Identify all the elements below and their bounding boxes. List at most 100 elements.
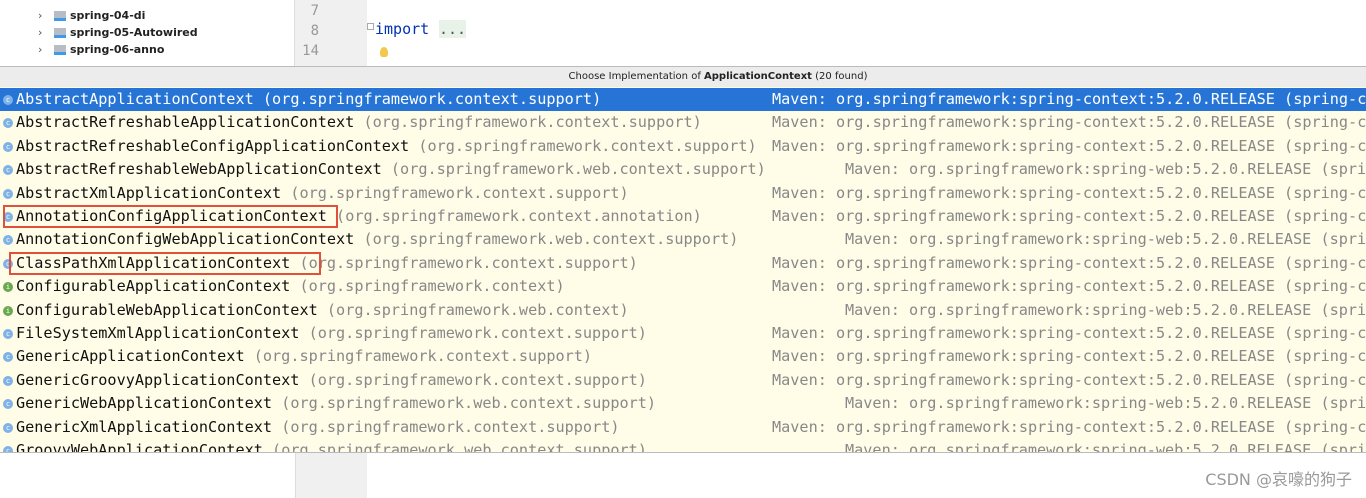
item-name: AbstractXmlApplicationContext (org.sprin… (16, 183, 629, 202)
item-library: Maven: org.springframework:spring-contex… (772, 90, 1366, 108)
implementation-item[interactable]: c AbstractApplicationContext (org.spring… (0, 88, 1366, 112)
class-icon: c (3, 141, 13, 152)
import-keyword: import (375, 20, 430, 38)
class-icon: c (3, 188, 13, 199)
tree-item-label: spring-05-Autowired (70, 26, 198, 39)
item-name: AbstractRefreshableConfigApplicationCont… (16, 136, 757, 155)
item-name: AbstractRefreshableApplicationContext (o… (16, 113, 702, 132)
line-gutter: 7 8 14 (295, 0, 367, 66)
item-package: (org.springframework.context.support) (363, 113, 702, 132)
item-package: (org.springframework.context.support) (308, 324, 647, 342)
item-name: AbstractRefreshableWebApplicationContext… (16, 160, 766, 179)
item-package: (org.springframework.context.support) (281, 417, 620, 436)
item-name: AbstractApplicationContext (org.springfr… (16, 90, 602, 108)
implementation-item[interactable]: c AnnotationConfigApplicationContext (or… (0, 205, 1366, 228)
line-number: 7 (310, 3, 319, 19)
item-library: Maven: org.springframework:spring-web:5.… (845, 441, 1366, 453)
item-library: Maven: org.springframework:spring-contex… (772, 370, 1366, 389)
lightbulb-icon[interactable] (380, 47, 388, 57)
module-folder-icon (54, 10, 66, 21)
item-package: (org.springframework.context.annotation) (336, 207, 702, 225)
tree-item-label: spring-06-anno (70, 43, 165, 56)
class-icon: c (3, 422, 13, 433)
implementation-item[interactable]: c AbstractRefreshableConfigApplicationCo… (0, 135, 1366, 158)
item-library: Maven: org.springframework:spring-contex… (772, 253, 1366, 272)
implementation-item[interactable]: c GroovyWebApplicationContext (org.sprin… (0, 439, 1366, 453)
implementation-item[interactable]: i ConfigurableWebApplicationContext (org… (0, 299, 1366, 322)
fold-icon[interactable] (367, 23, 374, 30)
class-icon: c (3, 352, 13, 363)
code-editor[interactable]: import ... (367, 0, 1366, 66)
item-package: (org.springframework.context) (299, 277, 565, 296)
item-name: GenericApplicationContext (org.springfra… (16, 347, 593, 366)
item-library: Maven: org.springframework:spring-web:5.… (845, 300, 1366, 319)
class-icon: c (3, 329, 13, 339)
project-tree: › spring-04-di › spring-05-Autowired › spri… (0, 0, 295, 66)
implementation-item[interactable]: c FileSystemXmlApplicationContext (org.s… (0, 322, 1366, 345)
item-library: Maven: org.springframework:spring-web:5.… (845, 394, 1366, 413)
module-folder-icon (54, 27, 66, 38)
class-icon: c (3, 399, 13, 410)
implementation-item[interactable]: c GenericGroovyApplicationContext (org.s… (0, 369, 1366, 392)
item-library: Maven: org.springframework:spring-contex… (772, 136, 1366, 155)
class-icon: c (3, 95, 13, 105)
class-icon: c (3, 375, 13, 386)
tree-item[interactable]: › spring-04-di (38, 9, 145, 22)
chevron-right-icon: › (38, 26, 43, 39)
chevron-right-icon: › (38, 9, 43, 22)
item-package: (org.springframework.context.support) (418, 136, 757, 155)
implementation-item[interactable]: c AbstractRefreshableApplicationContext … (0, 111, 1366, 134)
implementation-item[interactable]: c GenericApplicationContext (org.springf… (0, 345, 1366, 368)
implementation-item[interactable]: c AbstractXmlApplicationContext (org.spr… (0, 182, 1366, 205)
item-name: GroovyWebApplicationContext (org.springf… (16, 439, 647, 453)
implementation-item[interactable]: c AbstractRefreshableWebApplicationConte… (0, 158, 1366, 181)
chevron-right-icon: › (38, 43, 43, 56)
item-name: ConfigurableApplicationContext (org.spri… (16, 277, 565, 296)
tree-item-label: spring-04-di (70, 9, 146, 22)
item-name: GenericWebApplicationContext (org.spring… (16, 394, 657, 413)
item-name: GenericXmlApplicationContext (org.spring… (16, 417, 620, 436)
item-package: (org.springframework.context.support) (262, 90, 602, 108)
line-number: 14 (302, 43, 319, 59)
tree-item[interactable]: › spring-06-anno (38, 43, 164, 56)
item-package: (org.springframework.web.context.support… (390, 160, 766, 179)
class-icon: c (3, 258, 13, 269)
implementation-item[interactable]: i ConfigurableApplicationContext (org.sp… (0, 275, 1366, 298)
implementation-item[interactable]: c GenericXmlApplicationContext (org.spri… (0, 416, 1366, 439)
line-number: 8 (310, 23, 319, 39)
interface-icon: i (3, 282, 13, 293)
item-name: AnnotationConfigApplicationContext (org.… (16, 207, 702, 225)
item-name: AnnotationConfigWebApplicationContext (o… (16, 230, 739, 249)
item-package: (org.springframework.context.support) (290, 183, 629, 202)
folded-imports[interactable]: ... (439, 20, 467, 38)
item-library: Maven: org.springframework:spring-contex… (772, 417, 1366, 436)
class-icon: c (3, 212, 13, 222)
item-library: Maven: org.springframework:spring-web:5.… (845, 160, 1366, 179)
popup-header: Choose Implementation of ApplicationCont… (0, 67, 1366, 87)
implementation-item[interactable]: c ClassPathXmlApplicationContext (org.sp… (0, 252, 1366, 275)
class-icon: c (3, 118, 13, 129)
item-name: GenericGroovyApplicationContext (org.spr… (16, 370, 647, 389)
class-icon: c (3, 235, 13, 246)
item-library: Maven: org.springframework:spring-web:5.… (845, 230, 1366, 249)
item-library: Maven: org.springframework:spring-contex… (772, 277, 1366, 296)
tree-item[interactable]: › spring-05-Autowired (38, 26, 198, 39)
choose-implementation-popup: Choose Implementation of ApplicationCont… (0, 66, 1366, 453)
item-package: (org.springframework.web.context.support… (272, 441, 647, 453)
item-package: (org.springframework.web.context.support… (281, 394, 657, 413)
item-library: Maven: org.springframework:spring-contex… (772, 113, 1366, 132)
implementation-item[interactable]: c AnnotationConfigWebApplicationContext … (0, 228, 1366, 251)
item-package: (org.springframework.context.support) (253, 347, 593, 366)
item-package: (org.springframework.context.support) (308, 370, 647, 389)
item-package: (org.springframework.web.context) (326, 300, 629, 319)
implementation-item[interactable]: c GenericWebApplicationContext (org.spri… (0, 392, 1366, 415)
item-name: ConfigurableWebApplicationContext (org.s… (16, 300, 629, 319)
item-package: (org.springframework.web.context.support… (363, 230, 739, 249)
item-library: Maven: org.springframework:spring-contex… (772, 183, 1366, 202)
watermark: CSDN @哀嚎的狗子 (1205, 470, 1352, 489)
item-library: Maven: org.springframework:spring-contex… (772, 207, 1366, 225)
item-name: FileSystemXmlApplicationContext (org.spr… (16, 324, 647, 342)
interface-icon: i (3, 305, 13, 316)
item-library: Maven: org.springframework:spring-contex… (772, 324, 1366, 342)
module-folder-icon (54, 44, 66, 55)
